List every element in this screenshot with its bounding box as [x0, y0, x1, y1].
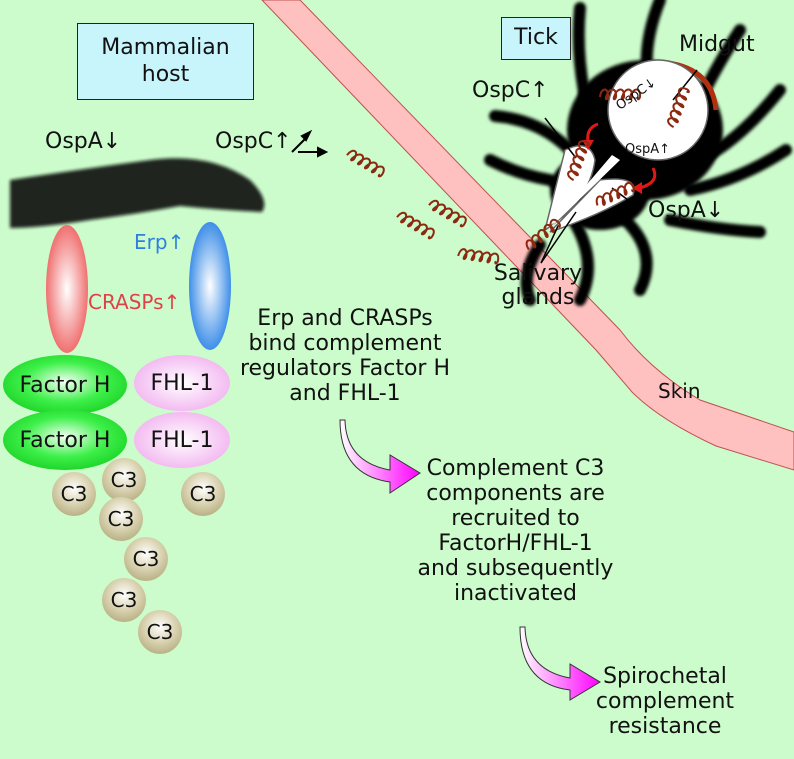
up-arrow-icon: ↑	[273, 129, 292, 154]
down-arrow-icon: ↓	[705, 198, 725, 223]
step-1-line: and FHL-1	[289, 381, 401, 406]
spirochete	[525, 218, 561, 251]
spirochete	[599, 88, 642, 101]
c3-unit: C3	[102, 578, 146, 622]
up-arrow-icon: ↑	[659, 142, 671, 157]
step-1-line: Erp and CRASPs	[257, 306, 433, 331]
skin-layer	[261, 0, 794, 471]
tick-ospa-down-label: OspA↓	[648, 200, 724, 222]
step-2-line: inactivated	[454, 581, 577, 606]
tick-ospa-down-text: OspA	[648, 198, 706, 223]
step-2-line: and subsequently	[417, 556, 614, 581]
factor-h-label-2: Factor H	[19, 427, 111, 453]
c3-unit: C3	[124, 537, 168, 581]
fhl1-oval-2	[134, 412, 230, 468]
host-tissue	[10, 158, 265, 228]
erp-label: Erp↑	[134, 232, 184, 252]
c3-unit: C3	[102, 458, 146, 502]
tick-box-label: Tick	[514, 25, 558, 51]
spirochete	[567, 140, 590, 181]
tick-box: Tick	[501, 17, 571, 60]
up-arrow-icon: ↑	[530, 78, 549, 103]
flow-arrow-1	[339, 419, 421, 494]
spirochete	[457, 248, 500, 265]
step-2-line: FactorH/FHL-1	[438, 531, 593, 556]
host-ospc-text: OspC	[215, 129, 274, 154]
host-box-line1: Mammalian	[101, 35, 230, 61]
midgut-label: Midgut	[679, 32, 755, 57]
c3-unit: C3	[52, 472, 96, 516]
flow-arrow-2	[519, 626, 601, 701]
step-1-line: bind complement	[248, 331, 442, 356]
erp-text: Erp	[134, 230, 168, 254]
factor-h-oval-1	[3, 355, 127, 415]
c3-unit: C3	[99, 497, 143, 541]
fhl1-label-1: FHL-1	[150, 370, 214, 396]
step-1-line: regulators Factor H	[239, 356, 451, 381]
host-ospa-text: OspA	[45, 129, 103, 154]
erp-receptor	[189, 222, 231, 350]
spirochete	[667, 87, 690, 128]
step-2-line: Complement C3	[426, 456, 605, 481]
host-ospa-label: OspA↓	[45, 131, 121, 153]
c3-unit: C3	[181, 472, 225, 516]
salivary-line1: Salivary	[493, 261, 583, 286]
factor-h-oval-2	[3, 410, 127, 470]
step-3-line: resistance	[608, 714, 722, 739]
step-2-text: Complement C3 components are recruited t…	[403, 456, 628, 606]
spirochete	[346, 149, 385, 178]
spirochetes	[346, 87, 690, 265]
ospc-direction-arrows	[291, 129, 329, 158]
step-2-line: recruited to	[451, 506, 580, 531]
step-3-line: Spirochetal	[603, 664, 727, 689]
host-ospc-label: OspC↑	[215, 131, 292, 153]
factor-h-label-1: Factor H	[19, 372, 111, 398]
skin-label: Skin	[658, 379, 701, 403]
up-arrow-icon: ↑	[163, 290, 181, 314]
step-3-line: complement	[595, 689, 735, 714]
step-1-text: Erp and CRASPs bind complement regulator…	[230, 306, 460, 406]
tick-ospc-up-text: OspC	[472, 78, 531, 103]
crasps-text: CRASPs	[88, 290, 164, 314]
spirochete	[396, 211, 435, 240]
host-box-line2: host	[141, 61, 190, 87]
fhl1-oval-1	[134, 355, 230, 411]
midgut-ospa-text: OspA	[625, 142, 660, 157]
c3-unit: C3	[138, 610, 182, 654]
up-arrow-icon: ↑	[167, 230, 185, 254]
crasps-receptor	[46, 225, 88, 353]
spirochete	[595, 181, 635, 206]
step-3-text: Spirochetal complement resistance	[590, 664, 740, 739]
tick-ospc-up-label: OspC↑	[472, 80, 549, 102]
tick-body	[540, 59, 723, 264]
step-2-line: components are	[426, 481, 605, 506]
salivary-line2: glands	[501, 285, 575, 310]
fhl1-label-2: FHL-1	[150, 427, 214, 453]
mammalian-host-box: Mammalian host	[77, 23, 254, 100]
salivary-glands-label: Salivary glands	[488, 262, 588, 310]
spirochete	[428, 199, 467, 228]
crasps-label: CRASPs↑	[88, 292, 180, 312]
down-arrow-icon: ↓	[102, 129, 122, 154]
midgut-ospa-label: OspA↑	[625, 143, 670, 156]
